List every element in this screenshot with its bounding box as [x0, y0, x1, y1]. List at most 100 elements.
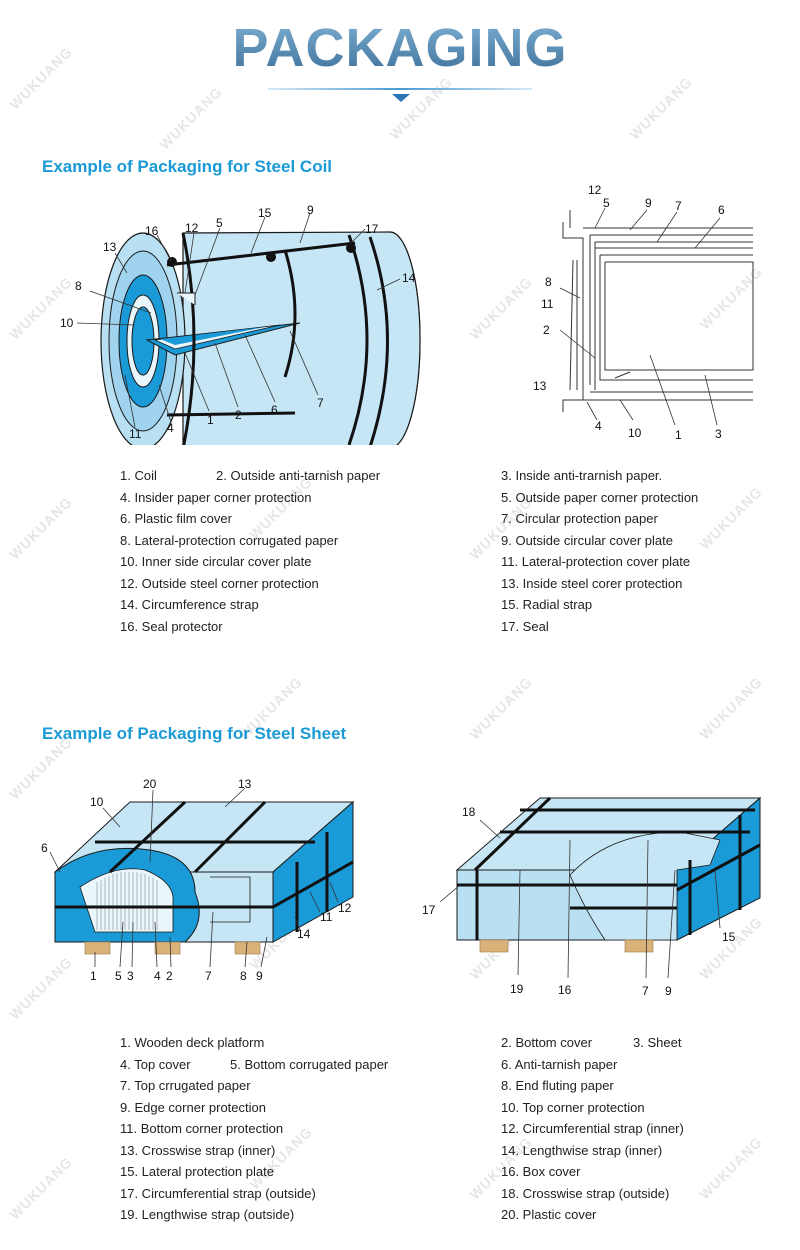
coil-diagram: 16 12 5 15 9 17 13 14 8 10 11 4 1 2 6 7 — [60, 203, 421, 445]
coil-label: 11 — [129, 427, 142, 441]
sheet-left-labels: 20 13 10 6 1 5 3 4 2 7 8 9 14 11 12 — [41, 777, 352, 983]
sheet-section-heading: Example of Packaging for Steel Sheet — [42, 724, 347, 743]
legend-item: 4. Insider paper corner protection — [120, 489, 312, 505]
sheet-box-right — [455, 796, 762, 953]
sheet-label: 8 — [240, 969, 247, 983]
sheet-label: 3 — [127, 969, 134, 983]
legend-item: 1. Wooden deck platform — [120, 1035, 265, 1050]
legend-item: 13. Crosswise strap (inner) — [120, 1142, 276, 1158]
sheet-label: 1 — [90, 969, 97, 983]
sheet-label: 16 — [558, 983, 572, 997]
legend-item: 19. Lengthwise strap (outside) — [120, 1207, 295, 1222]
section-label: 7 — [675, 199, 682, 213]
legend-item: 11. Bottom corner protection — [120, 1121, 284, 1136]
coil-label: 6 — [271, 403, 278, 417]
coil-leader-lines — [76, 212, 401, 428]
coil-label: 12 — [185, 221, 199, 235]
coil-label: 16 — [145, 224, 159, 238]
sheet-label: 6 — [41, 841, 48, 855]
legend-item: 16. Seal protector — [120, 618, 223, 634]
legend-item: 18. Crosswise strap (outside) — [501, 1185, 670, 1201]
sheet-label: 7 — [205, 969, 212, 983]
sheet-label: 15 — [722, 930, 736, 944]
legend-item: 6. Anti-tarnish paper — [501, 1056, 618, 1072]
sheet-label: 17 — [422, 903, 436, 917]
sheet-label: 14 — [297, 927, 311, 941]
legend-item: 20. Plastic cover — [501, 1207, 597, 1222]
coil-callout-labels: 16 12 5 15 9 17 13 14 8 10 11 4 1 2 6 7 — [60, 203, 416, 441]
section-label: 6 — [718, 203, 725, 217]
sheet-box-left — [53, 800, 355, 955]
sheet-diagram-right: 18 17 19 16 7 9 15 — [422, 796, 762, 998]
sheet-right-labels: 18 17 19 16 7 9 15 — [422, 805, 736, 998]
coil-section-lines — [562, 210, 754, 412]
coil-section-heading: Example of Packaging for Steel Coil — [42, 157, 333, 176]
legend-item: 9. Outside circular cover plate — [501, 532, 673, 548]
sheet-right-leaders — [439, 819, 721, 979]
watermark-text: WUKUANG — [696, 483, 766, 553]
coil-section-diagram: 12 5 9 7 6 8 11 2 13 4 10 1 3 — [533, 183, 754, 442]
watermark-text: WUKUANG — [386, 73, 456, 143]
watermark-text: WUKUANG — [696, 673, 766, 743]
section-label: 13 — [533, 379, 547, 393]
legend-item: 12. Circumferential strap (inner) — [501, 1121, 684, 1136]
sheet-label: 9 — [256, 969, 263, 983]
legend-item: 16. Box cover — [501, 1164, 581, 1179]
sheet-label: 5 — [115, 969, 122, 983]
sheet-label: 11 — [320, 910, 333, 924]
legend-item: 13. Inside steel corer protection — [501, 575, 683, 591]
coil-label: 13 — [103, 240, 117, 254]
section-label: 3 — [715, 427, 722, 441]
coil-label: 5 — [216, 216, 223, 230]
coil-legend-right: 3. Inside anti-trarnish paper. 5. Outsid… — [501, 465, 698, 637]
sheet-label: 4 — [154, 969, 161, 983]
sheet-left-leaders — [49, 787, 339, 968]
sheet-label: 20 — [143, 777, 157, 791]
coil-body — [100, 231, 421, 445]
legend-item: 6. Plastic film cover — [120, 511, 232, 526]
section-label: 1 — [675, 428, 682, 442]
legend-item: 11. Lateral-protection cover plate — [501, 554, 691, 569]
sheet-diagram-left: 20 13 10 6 1 5 3 4 2 7 8 9 14 11 12 — [41, 777, 355, 983]
coil-label: 14 — [402, 271, 416, 285]
watermark-text: WUKUANG — [6, 1153, 76, 1223]
legend-item: 7. Top crrugated paper — [120, 1078, 251, 1093]
legend-item: 10. Top corner protection — [501, 1099, 645, 1115]
legend-item: 8. End fluting paper — [501, 1078, 614, 1093]
legend-item: 8. Lateral-protection corrugated paper — [120, 532, 339, 548]
section-label: 12 — [588, 183, 602, 197]
section-label: 8 — [545, 275, 552, 289]
title-underline — [268, 88, 532, 90]
sheet-label: 10 — [90, 795, 104, 809]
sheet-label: 12 — [338, 901, 352, 915]
watermark-text: WUKUANG — [696, 1133, 766, 1203]
sheet-label: 2 — [166, 969, 173, 983]
legend-item: 10. Inner side circular cover plate — [120, 554, 312, 569]
legend-item: 15. Radial strap — [501, 597, 593, 612]
coil-label: 4 — [167, 421, 174, 435]
section-label: 4 — [595, 419, 602, 433]
section-label: 2 — [543, 323, 550, 337]
watermark-text: WUKUANG — [466, 673, 536, 743]
sheet-label: 19 — [510, 982, 524, 996]
legend-item: 9. Edge corner protection — [120, 1099, 266, 1115]
legend-item: 12. Outside steel corner protection — [120, 575, 319, 591]
coil-label: 7 — [317, 396, 324, 410]
legend-item: 14. Circumference strap — [120, 597, 259, 612]
section-label: 5 — [603, 196, 610, 210]
coil-label: 10 — [60, 316, 74, 330]
coil-section-leaders — [559, 207, 721, 426]
sheet-label: 7 — [642, 984, 649, 998]
watermark-text: WUKUANG — [626, 73, 696, 143]
sheet-label: 18 — [462, 805, 476, 819]
legend-item: 17. Circumferential strap (outside) — [120, 1185, 316, 1201]
section-label: 11 — [541, 297, 554, 311]
legend-item: 17. Seal — [501, 618, 549, 634]
watermark-text: WUKUANG — [156, 83, 226, 153]
legend-item: 14. Lengthwise strap (inner) — [501, 1142, 663, 1158]
legend-item: 15. Lateral protection plate — [120, 1164, 274, 1179]
legend-item: 3. Inside anti-trarnish paper. — [501, 468, 663, 483]
